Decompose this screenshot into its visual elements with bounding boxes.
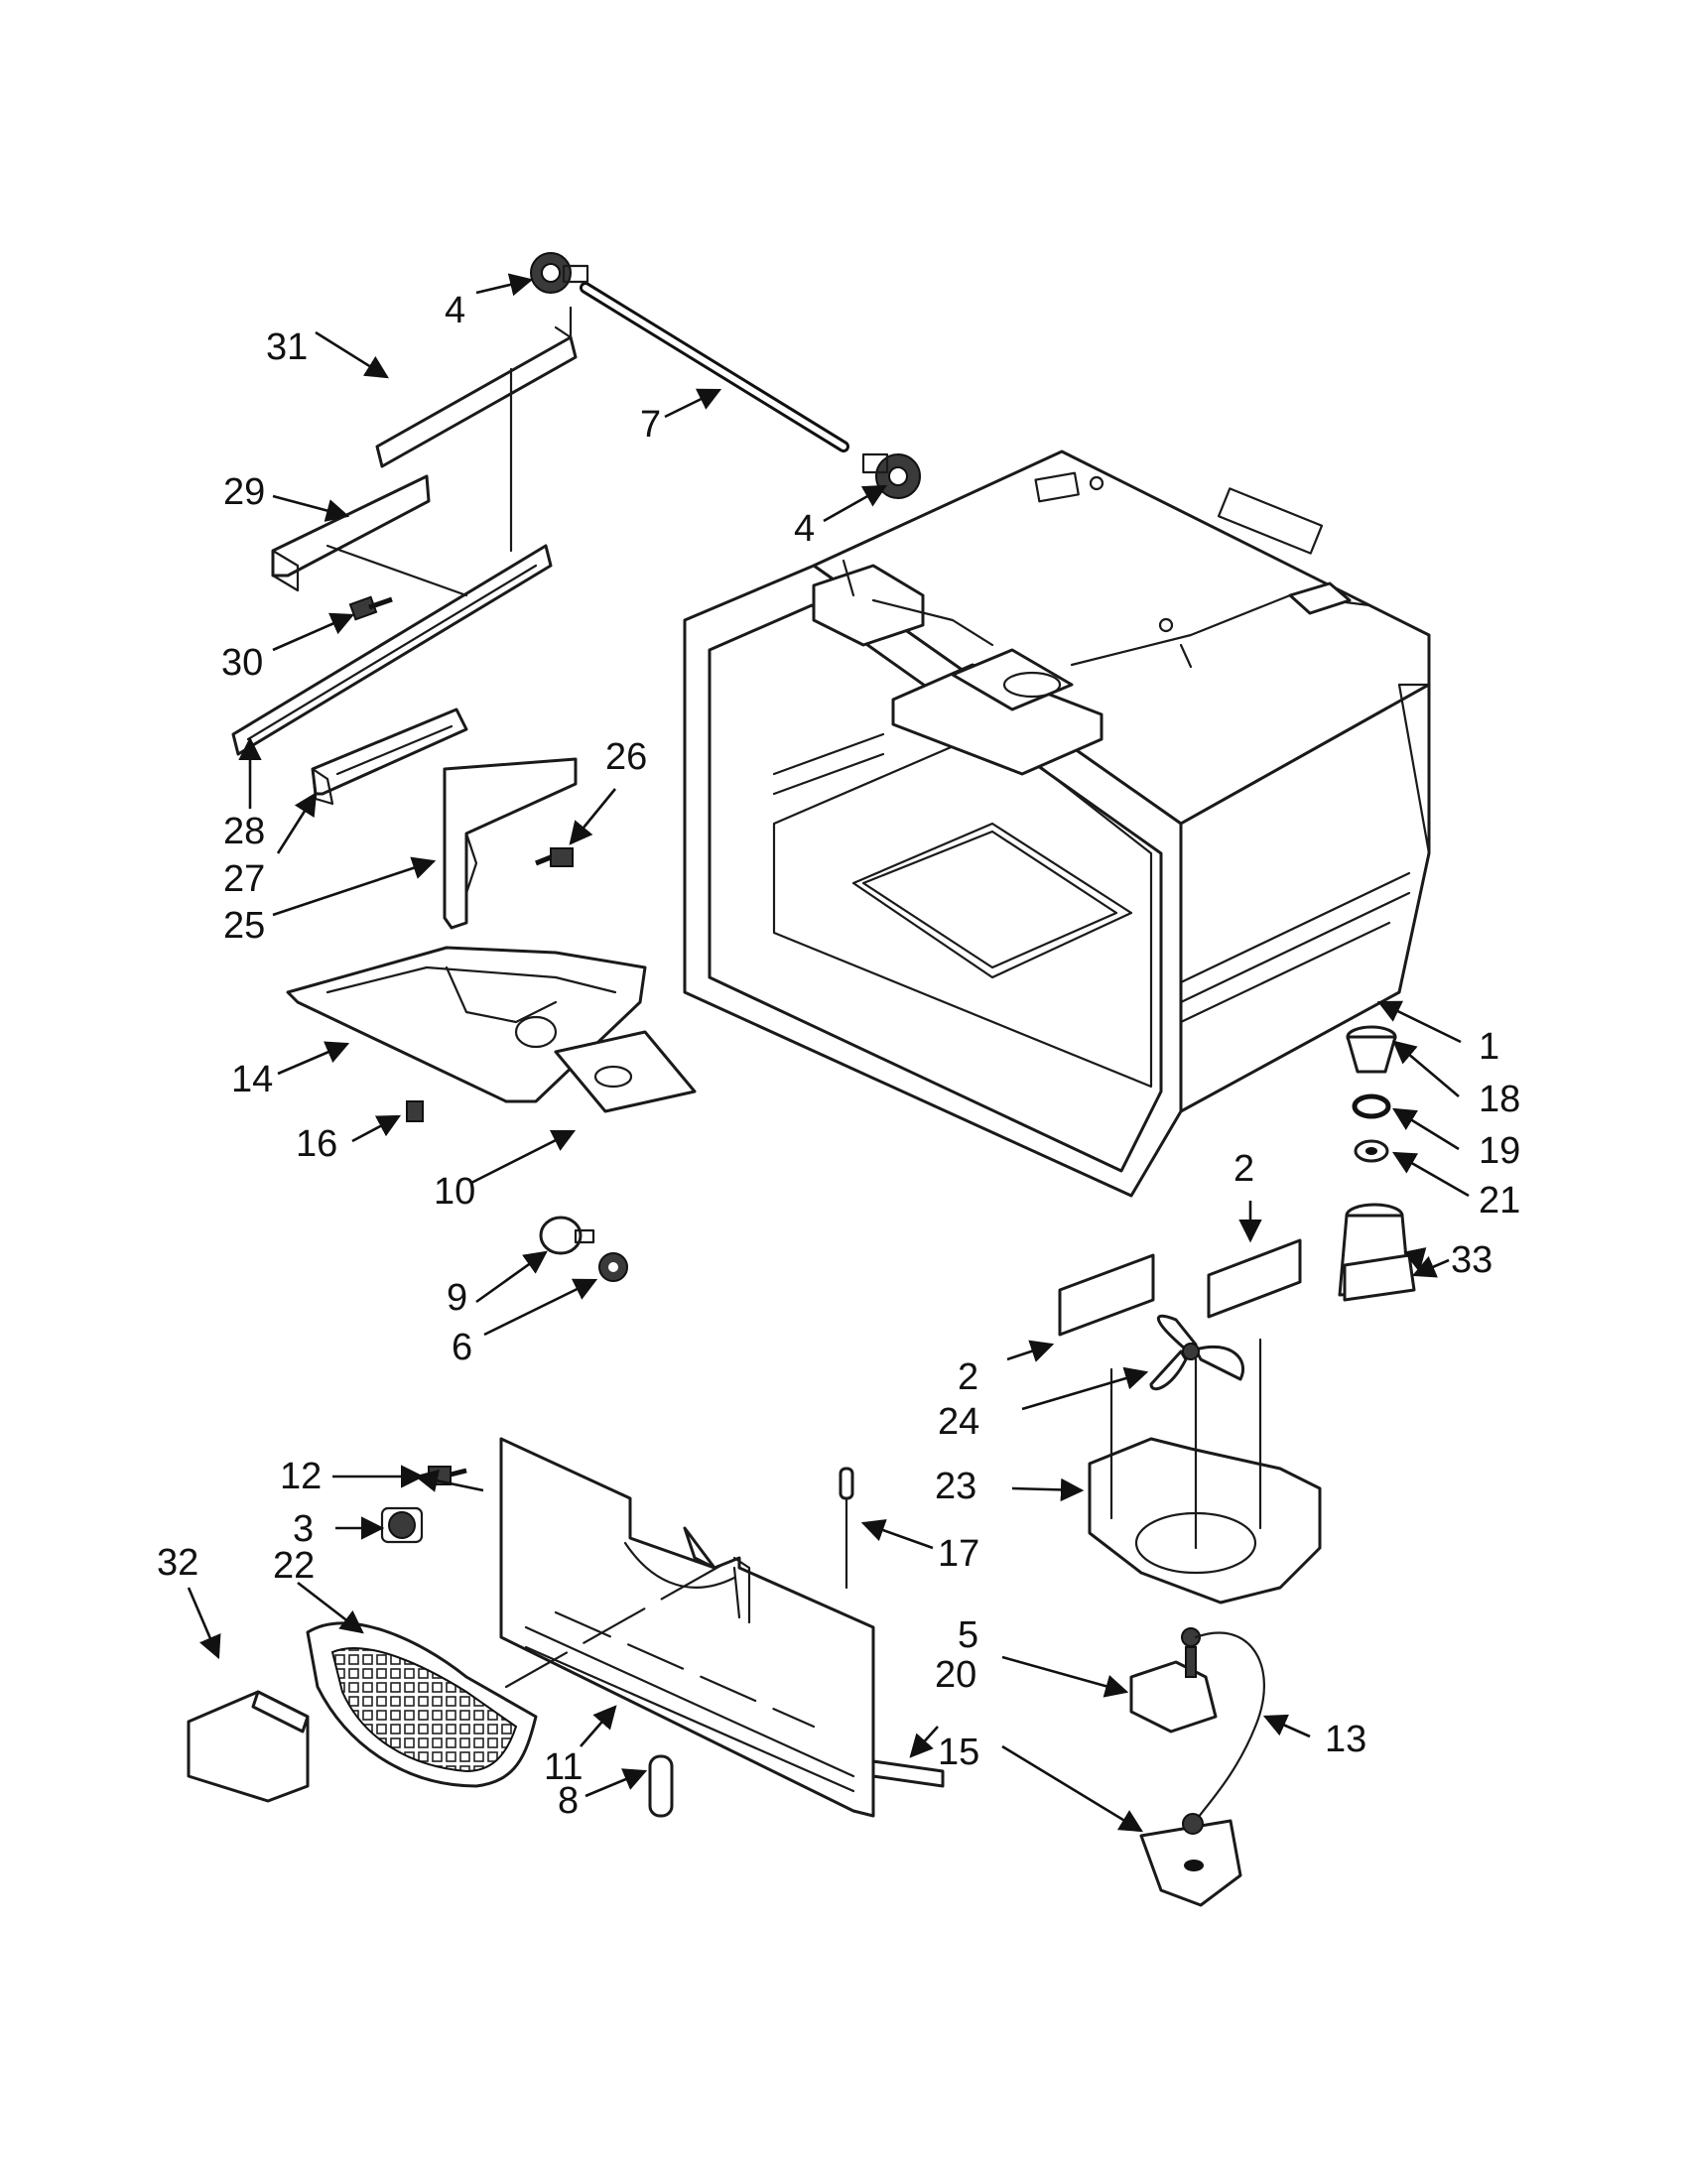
callout-3: 3 [293, 1508, 314, 1550]
washer-part [1354, 1139, 1389, 1163]
grille-part [306, 1621, 538, 1788]
callout-labels: 1 2 2 3 4 4 5 6 7 8 9 10 11 12 13 14 15 … [157, 290, 1520, 1822]
callout-31: 31 [266, 326, 308, 368]
light-bulb-part [539, 1216, 595, 1255]
callout-18: 18 [1479, 1079, 1520, 1120]
callout-17: 17 [938, 1533, 979, 1575]
foam-pad-right-part [1207, 1238, 1302, 1319]
fan-blade-part [1149, 1314, 1245, 1391]
callout-15: 15 [938, 1732, 979, 1773]
callout-11: 11 [544, 1746, 583, 1788]
bracket-lower-part [311, 707, 468, 806]
callout-8: 8 [558, 1780, 579, 1822]
callout-13: 13 [1325, 1719, 1366, 1760]
freezer-liner-part [683, 450, 1431, 1198]
fan-shroud-part [1088, 1338, 1322, 1605]
light-housing-part [187, 1690, 310, 1803]
callout-5: 5 [958, 1614, 978, 1656]
gear-top-part [530, 252, 589, 294]
callout-25: 25 [223, 905, 265, 947]
callout-22: 22 [273, 1545, 315, 1587]
foam-pad-left-part [1058, 1253, 1155, 1337]
clip-part [406, 1100, 424, 1122]
bracket-upper-part [271, 474, 468, 597]
callout-23: 23 [935, 1466, 976, 1507]
callout-19: 19 [1479, 1130, 1520, 1172]
motor-bracket-part [1139, 1813, 1242, 1907]
callout-9: 9 [447, 1277, 467, 1319]
callout-6: 6 [452, 1327, 472, 1368]
gear-bottom-part [861, 452, 921, 499]
callout-21: 21 [1479, 1180, 1520, 1221]
thermistor-part [839, 1467, 854, 1590]
side-bracket-part [443, 757, 578, 930]
callout-16: 16 [296, 1123, 337, 1165]
drain-fitting-part [1338, 1203, 1416, 1302]
callout-27: 27 [223, 858, 265, 900]
o-ring-part [1352, 1093, 1391, 1119]
foam-strip-part [871, 1759, 945, 1788]
slide-rail-lower-part [231, 544, 553, 756]
callout-2-top: 2 [1233, 1148, 1254, 1190]
callout-12: 12 [280, 1456, 322, 1497]
callout-32: 32 [157, 1542, 198, 1584]
wire-harness-part [1194, 1631, 1265, 1823]
callout-30: 30 [221, 642, 263, 684]
callout-14: 14 [231, 1059, 273, 1100]
callout-28: 28 [223, 811, 265, 852]
label-sheet-part [554, 1030, 697, 1113]
shaft-part [580, 282, 849, 452]
callout-7: 7 [640, 404, 661, 446]
fan-motor-part [1129, 1627, 1218, 1734]
callout-26: 26 [605, 736, 647, 778]
callout-4-bottom: 4 [794, 508, 815, 550]
clip-8-part [648, 1754, 674, 1818]
retainer-part [380, 1506, 424, 1544]
callout-10: 10 [434, 1171, 475, 1213]
callout-29: 29 [223, 471, 265, 513]
callout-20: 20 [935, 1654, 976, 1696]
callout-1: 1 [1479, 1026, 1499, 1068]
lamp-socket-part [598, 1252, 628, 1282]
callout-2-left: 2 [958, 1356, 978, 1398]
callout-33: 33 [1451, 1239, 1492, 1281]
leader-lines [187, 273, 1470, 1833]
screw-30-part [348, 595, 393, 621]
cover-tray-part [286, 946, 647, 1103]
callout-24: 24 [938, 1401, 979, 1443]
drain-cup-part [1346, 1025, 1397, 1074]
rear-panel-part [499, 1437, 875, 1818]
callout-4-top: 4 [445, 290, 465, 331]
screw-26-part [535, 847, 574, 867]
slide-rail-upper-part [375, 306, 578, 553]
